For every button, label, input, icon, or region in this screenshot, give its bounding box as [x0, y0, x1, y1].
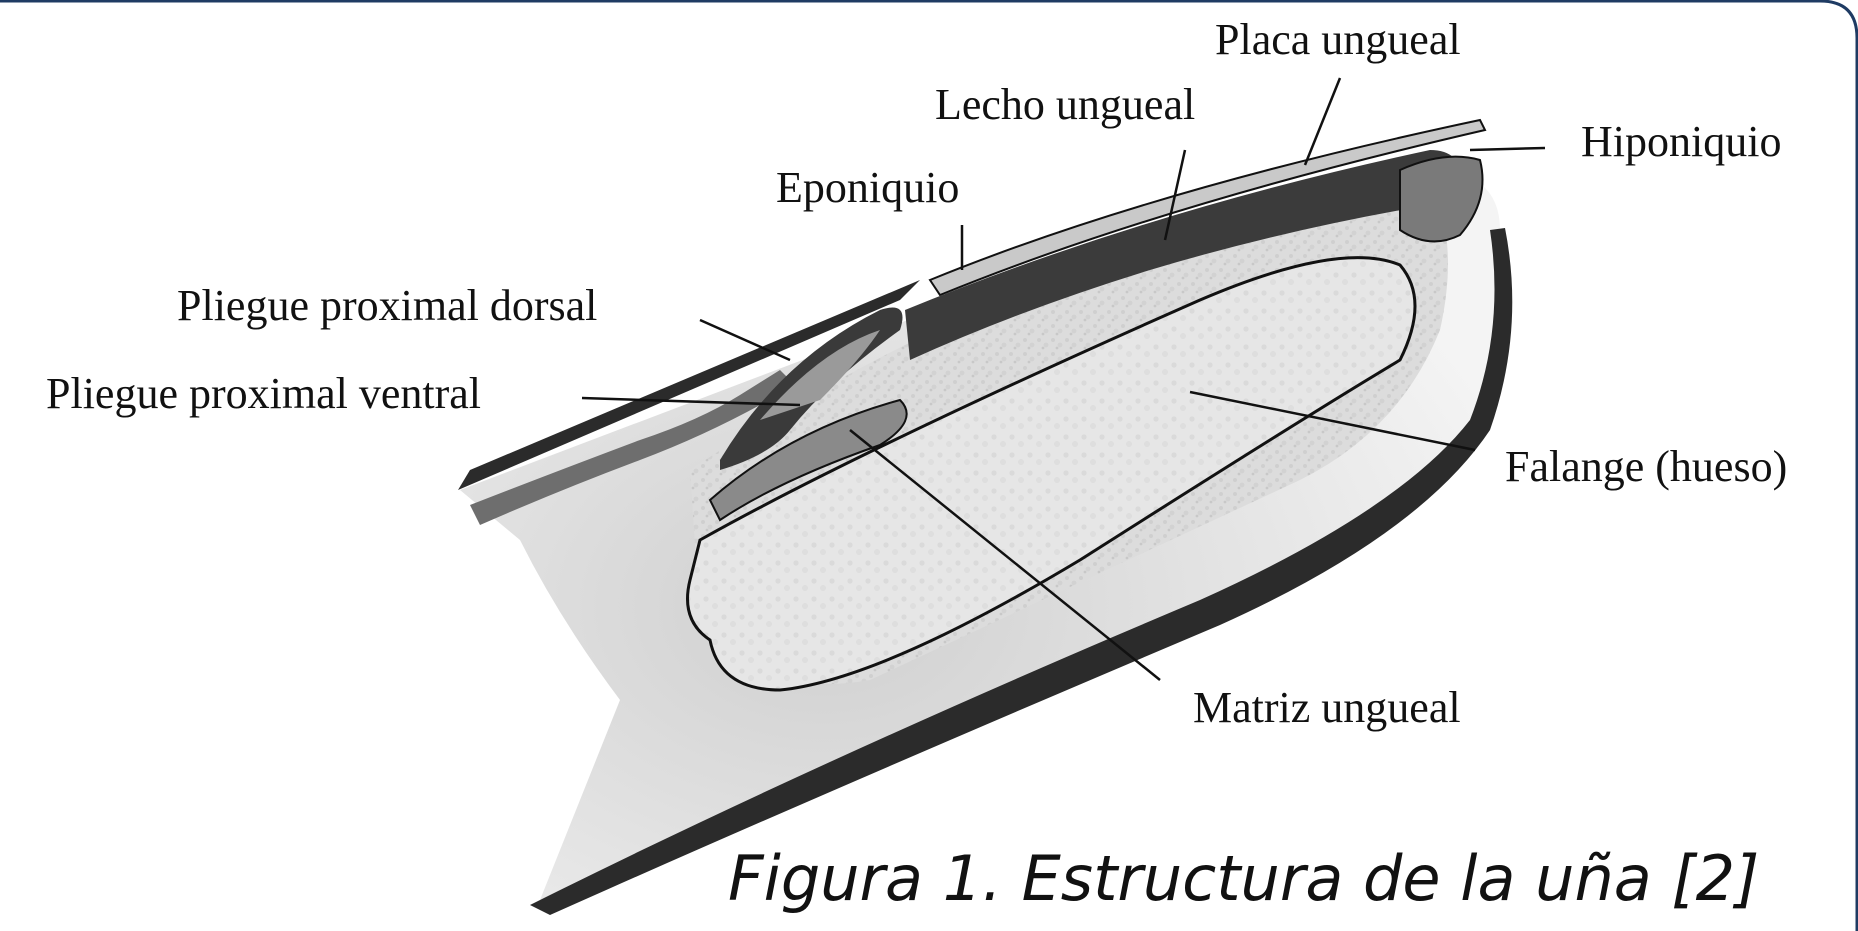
figure-caption: Figura 1. Estructura de la uña [2]: [728, 848, 1759, 910]
label-pliegue-proximal-ventral: Pliegue proximal ventral: [46, 372, 481, 416]
leader-hiponiquio: [1470, 148, 1545, 150]
label-lecho-ungueal: Lecho ungueal: [935, 83, 1195, 127]
leader-placa: [1305, 78, 1340, 165]
label-pliegue-proximal-dorsal: Pliegue proximal dorsal: [177, 284, 597, 328]
label-placa-ungueal: Placa ungueal: [1215, 18, 1461, 62]
label-falange: Falange (hueso): [1505, 445, 1787, 489]
label-hiponiquio: Hiponiquio: [1581, 120, 1781, 164]
label-eponiquio: Eponiquio: [776, 166, 959, 210]
label-matriz-ungueal: Matriz ungueal: [1193, 686, 1461, 730]
